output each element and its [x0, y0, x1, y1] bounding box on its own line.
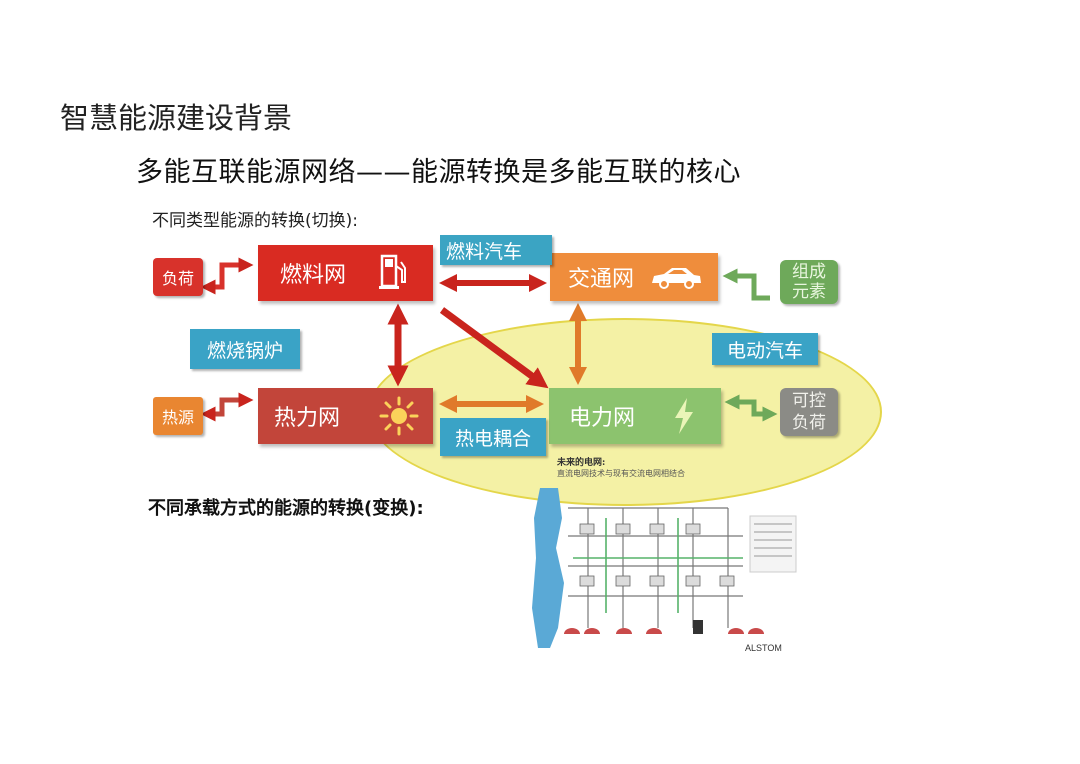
tag-controllable-line2: 负荷 — [792, 413, 826, 433]
node-power-grid-label: 电力网 — [569, 406, 636, 431]
fuel-pump-icon — [379, 254, 406, 289]
substations — [579, 523, 735, 587]
node-fuel-grid-label: 燃料网 — [280, 263, 347, 288]
tag-electric-vehicle: 电动汽车 — [712, 333, 818, 365]
sun-icon — [379, 396, 419, 436]
water-area — [532, 488, 564, 648]
future-grid-caption-title: 未来的电网: — [557, 458, 606, 468]
tag-components-line1: 组成 — [792, 262, 826, 282]
future-grid-caption-text: 直流电网技术与现有交流电网相结合 — [557, 469, 685, 478]
credit-alstom: ALSTOM — [745, 643, 782, 653]
page-subtitle: 多能互联能源网络——能源转换是多能互联的核心 — [136, 157, 741, 188]
node-fuel-grid: 燃料网 — [258, 245, 433, 301]
page-title: 智慧能源建设背景 — [60, 101, 293, 135]
phone-device — [693, 620, 703, 634]
arrow-components-traffic — [722, 268, 770, 301]
arrow-heatsource-heat — [200, 392, 254, 422]
grid-schematic-image — [532, 488, 797, 648]
dc-lines — [573, 518, 743, 613]
tag-heat-source: 热源 — [153, 397, 203, 435]
lightning-icon — [675, 398, 693, 434]
tag-boiler: 燃烧锅炉 — [190, 329, 300, 369]
car-icon — [652, 268, 701, 289]
node-traffic-grid-label: 交通网 — [568, 267, 635, 292]
arrow-controllable-power — [724, 394, 778, 422]
tag-controllable-line1: 可控 — [792, 391, 826, 411]
arrow-fuel-power — [439, 307, 549, 389]
future-grid-caption: 未来的电网: 直流电网技术与现有交流电网相结合 — [557, 455, 685, 479]
tag-heat-power-coupling: 热电耦合 — [440, 418, 546, 456]
node-heat-grid-label: 热力网 — [274, 406, 341, 431]
legend-block — [749, 515, 797, 573]
tag-load: 负荷 — [153, 258, 203, 296]
section-label-switching: 不同类型能源的转换(切换): — [152, 211, 358, 231]
tag-components: 组成 元素 — [780, 260, 838, 304]
load-domes — [564, 628, 764, 634]
node-traffic-grid: 交通网 — [550, 253, 718, 301]
arrow-load-fuel — [200, 257, 254, 295]
tag-fuel-car: 燃料汽车 — [440, 235, 552, 265]
section-label-transform: 不同承载方式的能源的转换(变换): — [148, 498, 424, 519]
tag-components-line2: 元素 — [792, 282, 826, 302]
node-heat-grid: 热力网 — [258, 388, 433, 444]
tag-controllable-load: 可控 负荷 — [780, 388, 838, 436]
node-power-grid: 电力网 — [549, 388, 721, 444]
